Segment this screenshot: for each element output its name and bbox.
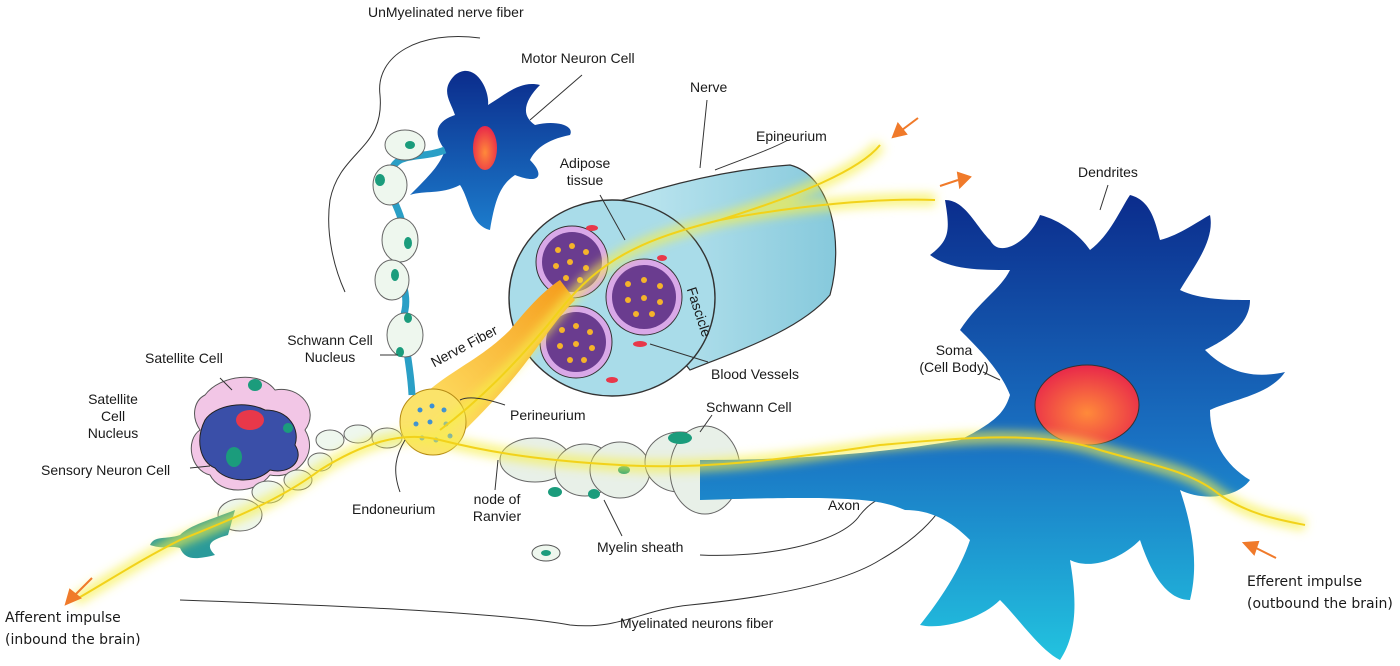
label-sensory-neuron: Sensory Neuron Cell — [41, 462, 171, 478]
soma-nucleus — [1034, 364, 1140, 446]
label-schwann-cell: Schwann Cell — [706, 399, 792, 415]
label-adipose-line-1: Adipose — [559, 155, 611, 171]
label-dendrites: Dendrites — [1078, 164, 1138, 180]
right-neuron-cell — [700, 195, 1285, 660]
label-node-line-1: node of — [473, 491, 521, 507]
impulse-line — [74, 144, 1306, 601]
label-node-of-ranvier: node of Ranvier — [473, 491, 521, 525]
label-node-line-2: Ranvier — [472, 508, 522, 524]
label-soma-line-1: Soma — [935, 342, 973, 358]
label-endoneurium: Endoneurium — [352, 501, 436, 517]
axon-bracket — [699, 495, 916, 556]
label-axon: Axon — [828, 497, 860, 513]
label-satellite-cell: Satellite Cell — [145, 350, 223, 366]
label-satellite-cell-nucleus: Satellite Cell Nucleus — [88, 391, 139, 442]
label-adipose-line-2: tissue — [566, 172, 604, 188]
label-schwann-nucleus-line-1: Schwann Cell — [287, 332, 373, 348]
label-efferent-impulse: Efferent impulse (outbound the brain) — [1247, 571, 1393, 615]
label-afferent-line-2: (inbound the brain) — [5, 632, 141, 648]
unmyelinated-nuclei — [375, 141, 415, 357]
sensory-neuron-body — [199, 404, 299, 481]
impulse-arrows — [64, 117, 1277, 606]
label-satellite-nucleus-line-1: Satellite — [88, 391, 138, 407]
label-satellite-nucleus-line-2: Cell — [100, 408, 126, 424]
label-nerve: Nerve — [690, 79, 728, 95]
label-schwann-nucleus-line-2: Nucleus — [304, 349, 356, 365]
label-soma: Soma (Cell Body) — [919, 342, 988, 376]
unmyelinated-schwann-cells — [372, 129, 426, 358]
satellite-cell-nucleus — [236, 410, 264, 430]
label-epineurium: Epineurium — [756, 128, 827, 144]
label-perineurium: Perineurium — [510, 407, 586, 423]
label-efferent-line-1: Efferent impulse — [1247, 574, 1363, 590]
nerve-fiber-bundle — [420, 280, 575, 435]
unmyelinated-bracket — [328, 36, 481, 293]
leader-lines — [189, 74, 1109, 537]
label-afferent-line-1: Afferent impulse — [5, 610, 121, 626]
label-adipose-tissue: Adipose tissue — [560, 155, 611, 189]
label-blood-vessels: Blood Vessels — [711, 366, 799, 382]
label-soma-line-2: (Cell Body) — [919, 359, 989, 375]
label-schwann-cell-nucleus: Schwann Cell Nucleus — [287, 332, 373, 366]
label-satellite-nucleus-line-3: Nucleus — [87, 425, 139, 441]
satellite-nuclei — [226, 379, 293, 467]
label-efferent-line-2: (outbound the brain) — [1247, 596, 1393, 612]
label-afferent-impulse: Afferent impulse (inbound the brain) — [5, 607, 141, 651]
label-myelinated-fiber: Myelinated neurons fiber — [620, 615, 774, 631]
label-unmyelinated-fiber: UnMyelinated nerve fiber — [368, 4, 524, 20]
motor-neuron-nucleus — [473, 126, 497, 170]
label-motor-neuron: Motor Neuron Cell — [521, 50, 635, 66]
loose-schwann-nucleus — [541, 550, 551, 556]
label-myelin-sheath: Myelin sheath — [597, 539, 684, 555]
myelinated-bracket — [179, 494, 951, 627]
